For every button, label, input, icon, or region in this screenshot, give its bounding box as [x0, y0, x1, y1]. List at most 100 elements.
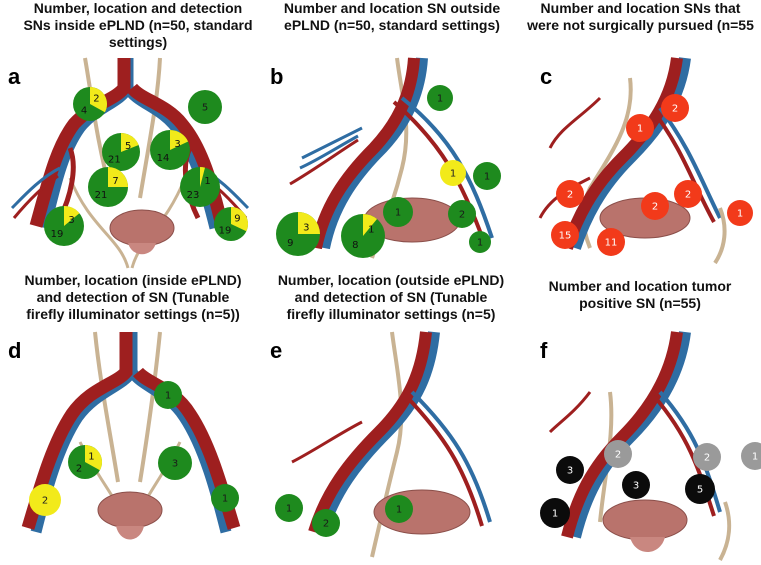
marker-count-label: 2	[42, 496, 48, 507]
sentinel-node-marker: 3	[556, 456, 584, 484]
sentinel-node-marker: 2	[29, 484, 61, 516]
marker-detected-label: 3	[174, 139, 180, 150]
panel-c-letter: c	[540, 64, 553, 89]
marker-count-label: 2	[76, 463, 82, 474]
marker-circle	[597, 228, 625, 256]
panel-e-anatomy	[291, 331, 492, 558]
marker-yellow-sector	[170, 130, 189, 150]
marker-detected-label: 9	[234, 213, 240, 224]
marker-count-label: 1	[737, 209, 743, 220]
marker-count-label: 1	[477, 238, 483, 249]
marker-detected-label: 5	[125, 141, 131, 152]
marker-count-label: 1	[396, 505, 402, 516]
marker-count-label: 1	[222, 494, 228, 505]
panel-d-anatomy	[21, 331, 241, 540]
marker-count-label: 5	[697, 485, 703, 496]
marker-circle	[556, 180, 584, 208]
panel-a-title-line: settings)	[108, 34, 168, 50]
sentinel-node-marker: 2	[693, 443, 721, 471]
sentinel-node-marker: 2	[556, 180, 584, 208]
sentinel-node-marker: 1	[440, 160, 466, 186]
panel-a-letter: a	[8, 64, 21, 89]
marker-circle	[727, 200, 753, 226]
marker-circle	[473, 162, 501, 190]
marker-count-label: 15	[559, 231, 572, 242]
marker-circle	[275, 494, 303, 522]
sentinel-node-marker: 15	[551, 221, 579, 249]
sentinel-node-marker: 21 7	[88, 167, 128, 207]
marker-count-label: 21	[95, 190, 108, 201]
marker-circle	[661, 94, 689, 122]
marker-circle	[29, 484, 61, 516]
marker-circle	[693, 443, 721, 471]
marker-yellow-sector	[90, 87, 108, 113]
marker-circle	[741, 442, 761, 470]
panel-e-title-line: firefly illuminator settings (n=5)	[286, 306, 496, 322]
panel-a-title-line: SNs inside ePLND (n=50, standard	[23, 17, 253, 33]
panel-f-title-line: positive SN (n=55)	[579, 295, 701, 311]
sentinel-node-marker: 81	[341, 214, 385, 258]
marker-detected-label: 1	[88, 451, 94, 462]
marker-yellow-sector	[298, 212, 320, 234]
panel-d-title: Number, location (inside ePLND) and dete…	[8, 272, 258, 323]
marker-count-label: 21	[108, 154, 121, 165]
sentinel-node-marker: 2	[312, 509, 340, 537]
marker-count-label: 2	[652, 202, 658, 213]
marker-circle	[685, 474, 715, 504]
marker-count-label: 1	[637, 124, 643, 135]
marker-yellow-sector	[363, 214, 378, 236]
sentinel-node-marker: 21	[68, 445, 103, 479]
panel-b-title-line: Number and location SN outside	[283, 0, 501, 16]
marker-detected-label: 2	[93, 93, 99, 104]
panel-b-title: Number and location SN outside ePLND (n=…	[272, 0, 512, 34]
sentinel-node-marker: 1	[383, 197, 413, 227]
panel-e-title-line: Number, location (outside ePLND)	[277, 272, 505, 288]
marker-circle	[556, 456, 584, 484]
marker-detected-label: 7	[112, 176, 118, 187]
marker-yellow-sector	[85, 445, 103, 471]
marker-circle	[427, 85, 453, 111]
marker-circle	[540, 498, 570, 528]
marker-count-label: 1	[165, 391, 171, 402]
marker-count-label: 1	[552, 509, 558, 520]
marker-count-label: 2	[615, 450, 621, 461]
marker-detected-label: 1	[204, 176, 210, 187]
marker-count-label: 2	[672, 104, 678, 115]
panel-e-letter: e	[270, 338, 283, 363]
sentinel-node-marker: 1	[469, 231, 491, 253]
marker-count-label: 3	[172, 459, 178, 470]
marker-count-label: 14	[157, 153, 170, 164]
panel-d-title-line: firefly illuminator settings (n=5))	[26, 306, 240, 322]
marker-yellow-sector	[231, 207, 248, 232]
marker-count-label: 5	[202, 103, 208, 114]
marker-circle	[383, 197, 413, 227]
sentinel-node-marker: 42	[73, 87, 108, 121]
marker-circle	[188, 90, 222, 124]
marker-circle	[551, 221, 579, 249]
panel-a-title: Number, location and detection SNs insid…	[18, 0, 258, 51]
panel-c-title-line: were not surgically pursued (n=55	[527, 17, 754, 33]
sentinel-node-marker: 1	[427, 85, 453, 111]
sentinel-node-marker: 14 3	[150, 130, 190, 170]
sentinel-node-marker: 2	[641, 192, 669, 220]
sentinel-node-marker: 1	[211, 484, 239, 512]
marker-circle	[440, 160, 466, 186]
sentinel-node-marker: 21 5	[102, 133, 140, 171]
sentinel-node-marker: 1	[154, 381, 182, 409]
marker-count-label: 4	[81, 105, 87, 116]
sentinel-node-marker: 2	[604, 440, 632, 468]
marker-yellow-sector	[200, 167, 205, 187]
marker-count-label: 1	[395, 208, 401, 219]
panel-f-title-line: Number and location tumor	[548, 278, 732, 294]
sentinel-node-marker: 1	[626, 114, 654, 142]
sentinel-node-marker: 93	[276, 212, 320, 256]
marker-circle	[211, 484, 239, 512]
panel-c-title-line: Number and location SNs that	[540, 0, 741, 16]
panel-f-anatomy	[548, 331, 732, 561]
marker-detected-label: 3	[68, 215, 74, 226]
marker-count-label: 1	[437, 94, 443, 105]
